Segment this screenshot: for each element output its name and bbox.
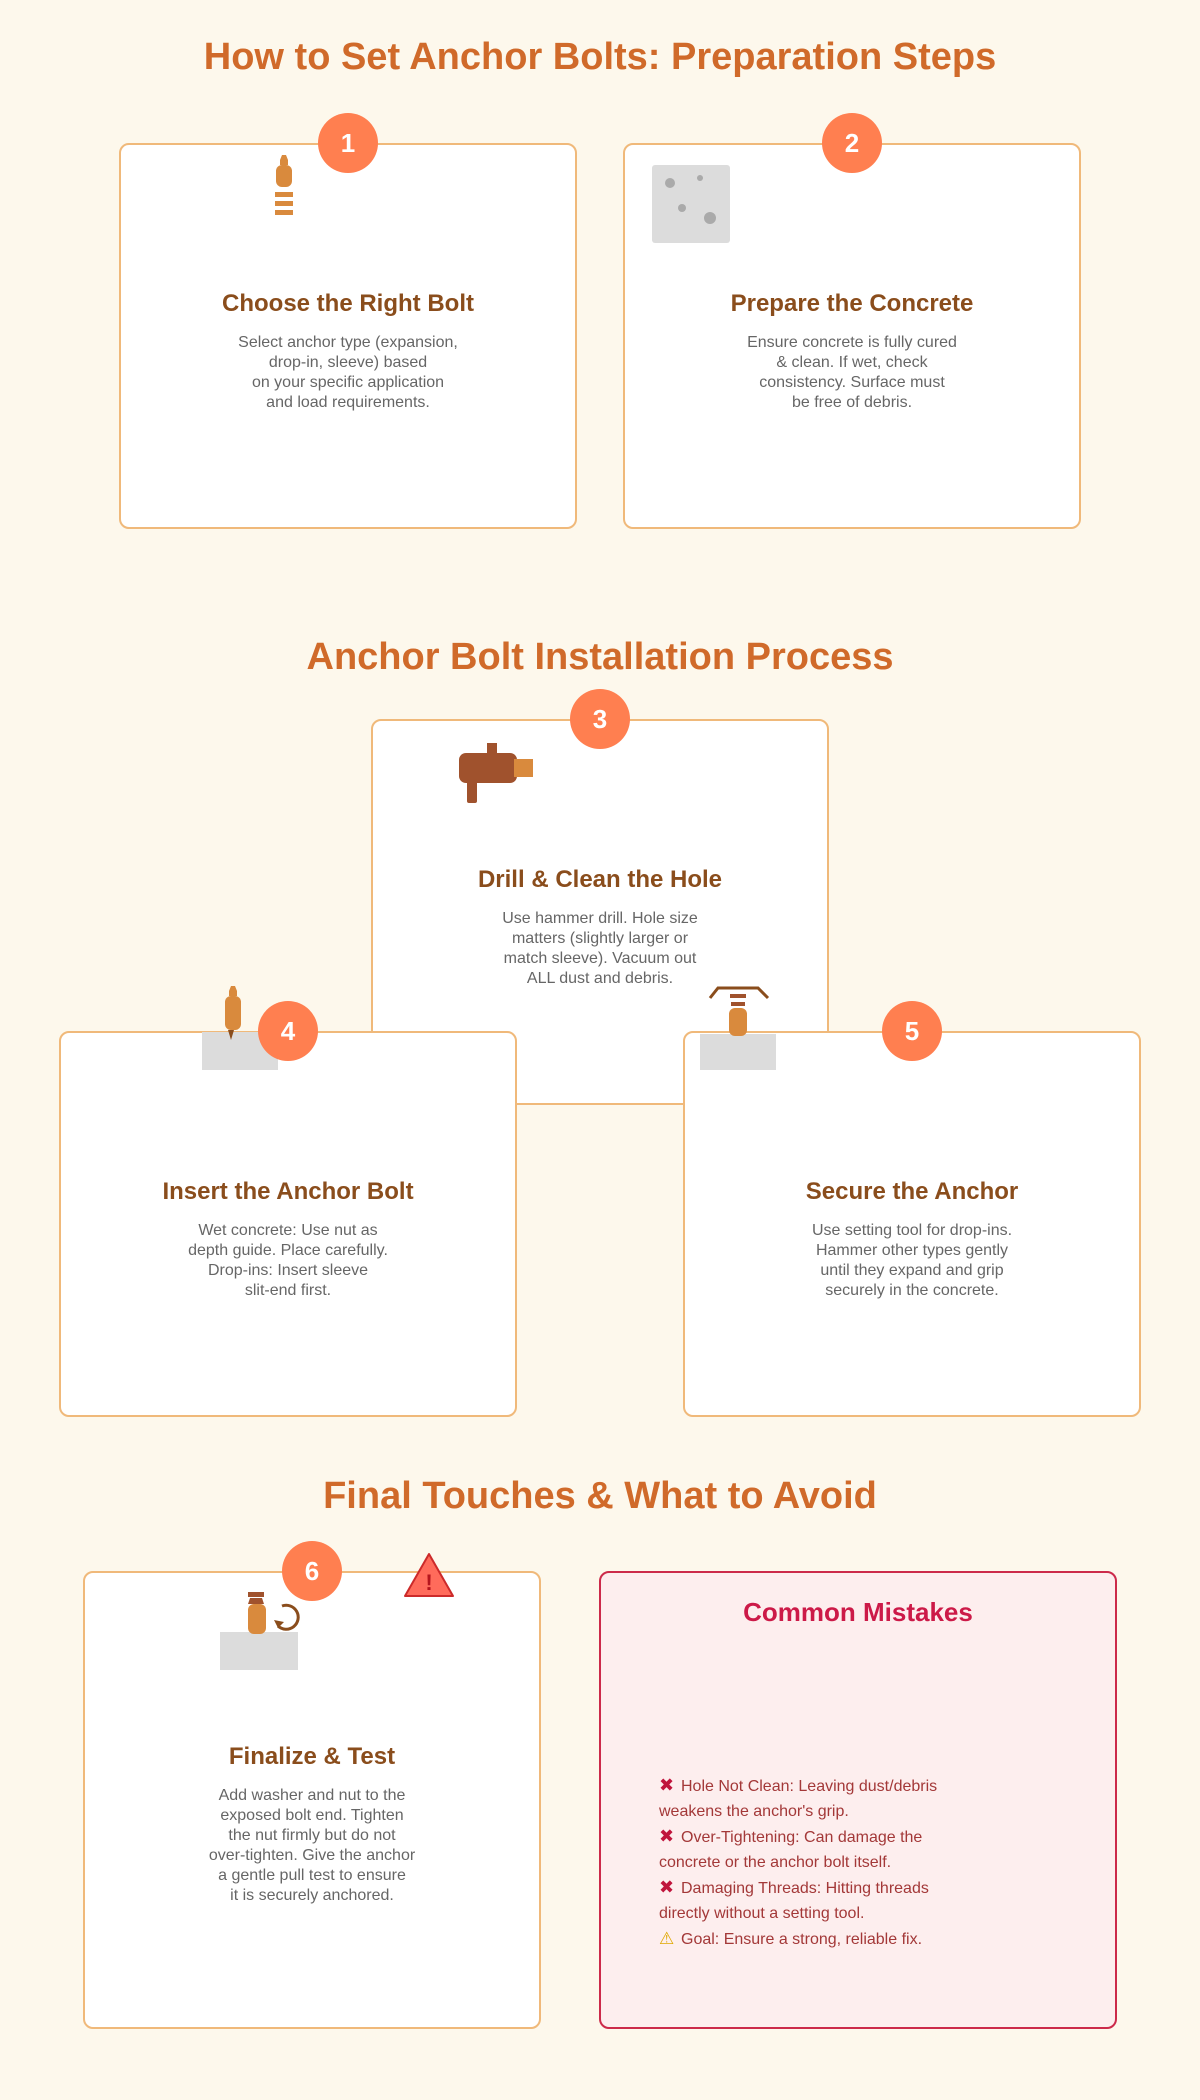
step-card-6: Finalize & Test Add washer and nut to th… bbox=[83, 1571, 541, 2029]
step-description: Ensure concrete is fully cured& clean. I… bbox=[747, 334, 957, 411]
list-item: ✖Hole Not Clean: Leaving dust/debris wea… bbox=[659, 1775, 938, 1820]
step-badge-3: 3 bbox=[570, 689, 630, 749]
warning-icon: ! bbox=[403, 1552, 455, 1598]
mistakes-list: ✖Hole Not Clean: Leaving dust/debris wea… bbox=[659, 1773, 979, 1952]
common-mistakes-box: Common Mistakes ✖Hole Not Clean: Leaving… bbox=[599, 1571, 1117, 2029]
tighten-nut-icon bbox=[220, 1592, 300, 1670]
step-card-5: Secure the Anchor Use setting tool for d… bbox=[683, 1031, 1141, 1417]
step-title: Prepare the Concrete bbox=[730, 290, 974, 317]
step-card-1: Choose the Right Bolt Select anchor type… bbox=[119, 143, 577, 529]
hammer-drill-icon bbox=[459, 743, 533, 803]
step-badge-5: 5 bbox=[882, 1001, 942, 1061]
list-item: ✖Over-Tightening: Can damage the concret… bbox=[659, 1826, 923, 1871]
caution-icon: ⚠ bbox=[659, 1929, 675, 1948]
list-item: ⚠Goal: Ensure a strong, reliable fix. bbox=[659, 1926, 979, 1952]
step-title: Choose the Right Bolt bbox=[222, 290, 474, 317]
section-title-final: Final Touches & What to Avoid bbox=[323, 1475, 877, 1517]
cross-icon: ✖ bbox=[659, 1826, 675, 1846]
cross-icon: ✖ bbox=[659, 1775, 675, 1795]
mistakes-title: Common Mistakes bbox=[743, 1597, 973, 1627]
step-description: Select anchor type (expansion,drop-in, s… bbox=[238, 334, 458, 411]
step-card-4: Insert the Anchor Bolt Wet concrete: Use… bbox=[59, 1031, 517, 1417]
setting-tool-icon bbox=[700, 986, 776, 1070]
step-badge-4: 4 bbox=[258, 1001, 318, 1061]
step-description: Use setting tool for drop-ins.Hammer oth… bbox=[811, 1222, 1013, 1299]
section-title-preparation: How to Set Anchor Bolts: Preparation Ste… bbox=[203, 36, 997, 78]
concrete-block-icon bbox=[652, 165, 730, 243]
step-title: Finalize & Test bbox=[228, 1743, 396, 1770]
anchor-bolt-icon bbox=[275, 155, 293, 215]
step-badge-6: 6 bbox=[282, 1541, 342, 1601]
step-badge-1: 1 bbox=[318, 113, 378, 173]
section-title-installation: Anchor Bolt Installation Process bbox=[306, 636, 894, 678]
cross-icon: ✖ bbox=[659, 1877, 675, 1897]
step-title: Drill & Clean the Hole bbox=[477, 866, 723, 893]
step-card-2: Prepare the Concrete Ensure concrete is … bbox=[623, 143, 1081, 529]
step-title: Secure the Anchor bbox=[805, 1178, 1019, 1205]
step-title: Insert the Anchor Bolt bbox=[162, 1178, 414, 1205]
list-item: ✖Damaging Threads: Hitting threads direc… bbox=[659, 1877, 929, 1922]
step-badge-2: 2 bbox=[822, 113, 882, 173]
